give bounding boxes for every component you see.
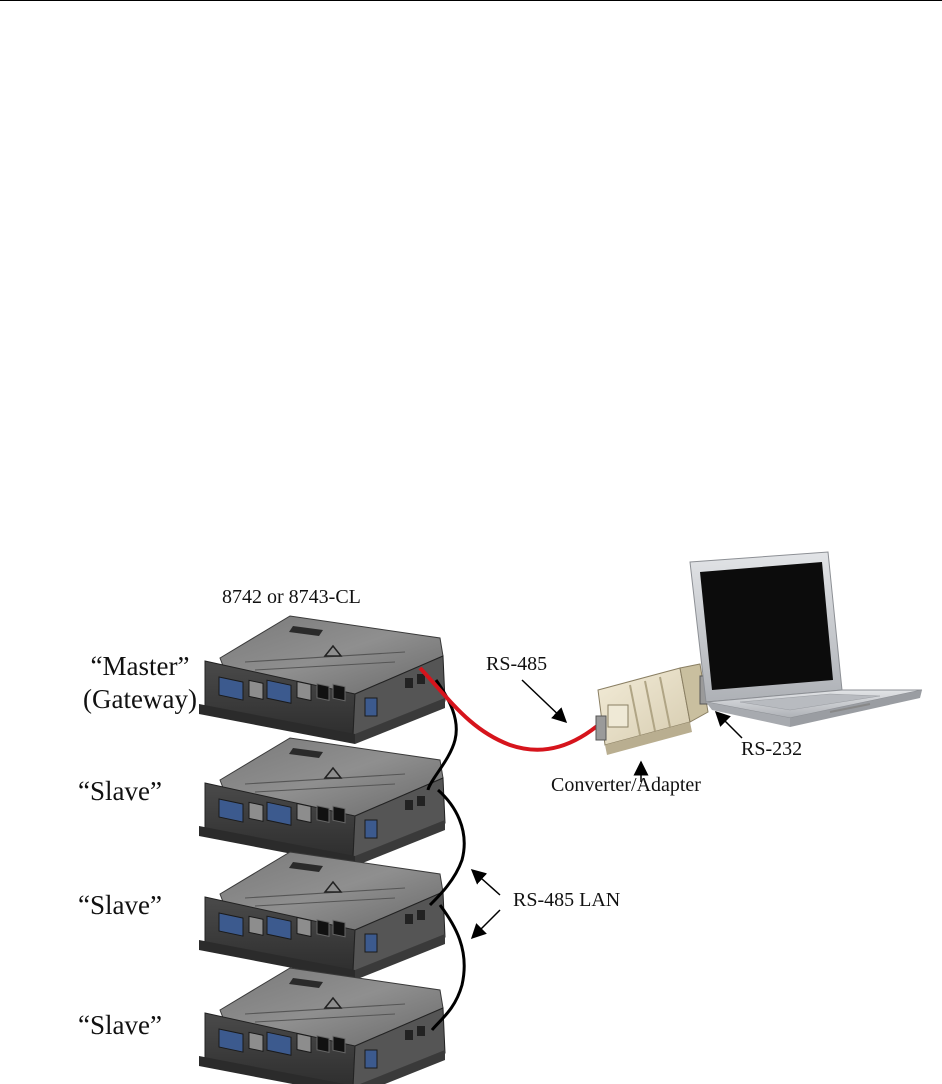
- role-master-label: “Master”: [90, 651, 190, 681]
- lan-arrow-down: [470, 909, 501, 940]
- lan-cable-2: [428, 788, 466, 907]
- top-rule: [0, 0, 942, 1]
- lan-cable-3: [430, 904, 466, 1031]
- role-master-sublabel: (Gateway): [83, 684, 197, 714]
- rs232-label: RS-232: [741, 738, 803, 760]
- converter-label: Converter/Adapter: [551, 774, 701, 796]
- rs485-cable: [418, 666, 604, 752]
- rs485-label: RS-485: [486, 653, 548, 675]
- laptop: [689, 551, 923, 727]
- role-slave-1-label: “Slave”: [78, 776, 162, 806]
- master-controller: [198, 615, 446, 745]
- lan-label: RS-485 LAN: [513, 889, 621, 911]
- converter-adapter: [595, 663, 713, 755]
- lan-arrow-up: [470, 869, 501, 896]
- lan-cables: [426, 679, 466, 1031]
- device-model-title: 8742 or 8743-CL: [222, 586, 361, 608]
- role-slave-3-label: “Slave”: [78, 1010, 162, 1040]
- rs232-arrow: [714, 710, 743, 739]
- slave-controller-2: [198, 851, 446, 981]
- slave-controller-1: [198, 737, 446, 867]
- role-slave-2-label: “Slave”: [78, 890, 162, 920]
- rs485-arrow: [521, 679, 568, 724]
- slave-controller-3: [198, 967, 446, 1084]
